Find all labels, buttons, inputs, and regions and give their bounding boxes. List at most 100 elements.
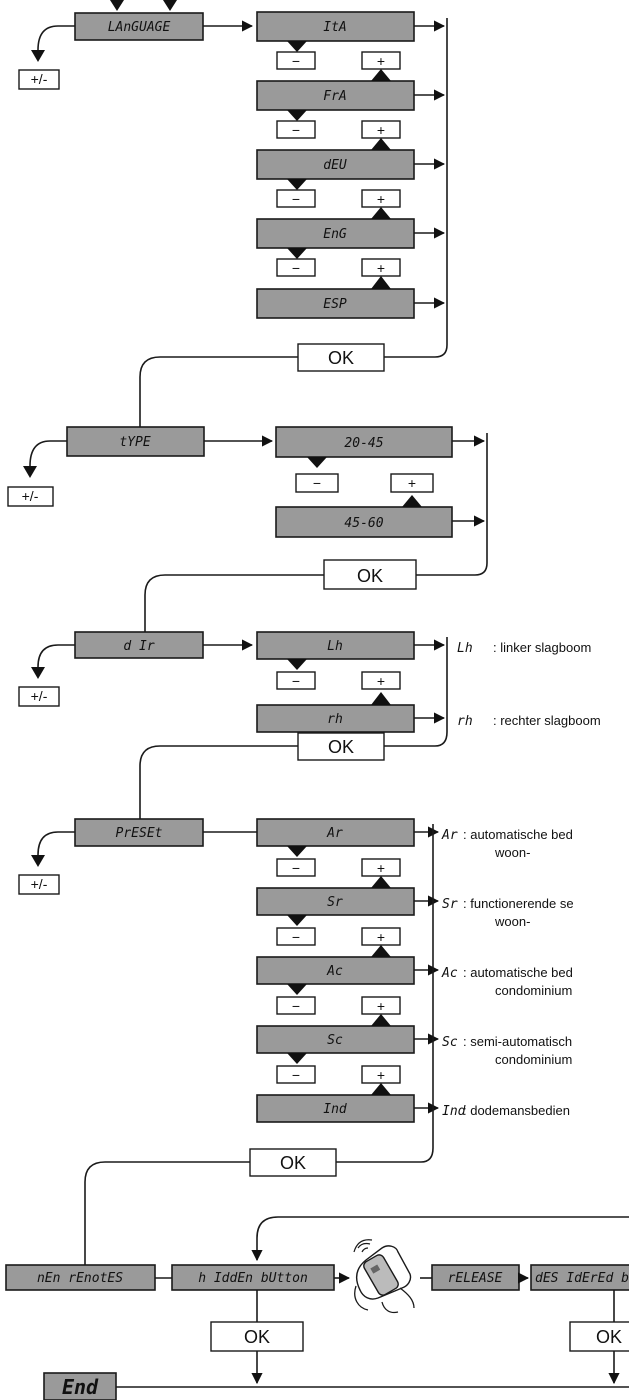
svg-text:−: − (292, 1067, 300, 1083)
minus-button[interactable] (276, 258, 316, 277)
svg-text:Ac: Ac (326, 964, 343, 979)
svg-text:−: − (292, 122, 300, 138)
plus-minus-label: +/- (31, 71, 48, 87)
svg-text:−: − (292, 191, 300, 207)
svg-text:−: − (292, 860, 300, 876)
svg-text:Lh: Lh (327, 639, 343, 654)
svg-text:OK: OK (280, 1153, 306, 1173)
preset-menu-box (74, 818, 204, 847)
svg-text:+: + (377, 1067, 385, 1083)
plus-minus-button[interactable] (7, 486, 54, 507)
svg-text:Sr: Sr (442, 897, 458, 912)
svg-text:OK: OK (596, 1327, 622, 1347)
minus-button[interactable] (276, 927, 316, 946)
minus-button[interactable] (276, 996, 316, 1015)
svg-text:−: − (292, 929, 300, 945)
option-box-sc (256, 1025, 415, 1054)
minus-button[interactable] (276, 858, 316, 877)
plus-minus-button[interactable] (18, 686, 60, 707)
svg-text:OK: OK (328, 737, 354, 757)
dir-section: d Ir +/- Lh rh − + Lh : linker slagboom … (18, 631, 601, 819)
svg-text:OK: OK (328, 348, 354, 368)
option-box-ind (256, 1094, 415, 1123)
option-label: ESP (323, 297, 347, 312)
preset-section: PrESEt +/- Ar Sr Ac Sc Ind − + − + (18, 818, 574, 1265)
svg-text:d Ir: d Ir (123, 639, 154, 654)
minus-plus-row: − + (276, 846, 401, 888)
minus-plus-row: − + (276, 179, 401, 219)
svg-text:Sr: Sr (327, 895, 343, 910)
plus-button[interactable] (390, 473, 434, 493)
svg-text:Ind: Ind (442, 1104, 466, 1119)
desc-code: Lh (457, 641, 473, 656)
ok-button[interactable] (210, 1321, 304, 1352)
minus-button[interactable] (276, 51, 316, 70)
svg-text:+: + (377, 191, 385, 207)
minus-button[interactable] (295, 473, 339, 493)
minus-plus-row: − + (276, 984, 401, 1026)
ok-button[interactable] (569, 1321, 629, 1352)
svg-text:+/-: +/- (31, 876, 48, 892)
minus-button[interactable] (276, 671, 316, 690)
type-menu-label: tYPE (119, 435, 150, 450)
plus-minus-button[interactable] (18, 874, 60, 895)
svg-text:Ar: Ar (326, 826, 343, 841)
minus-button[interactable] (276, 1065, 316, 1084)
down-arrow-icon (110, 0, 124, 11)
svg-text:Sc: Sc (442, 1035, 458, 1050)
minus-plus-row: − + (276, 915, 401, 957)
svg-text:Sc: Sc (327, 1033, 343, 1048)
svg-text:dES IdErEd bU: dES IdErEd bU (535, 1271, 629, 1286)
svg-text:+: + (408, 475, 416, 491)
svg-text:nEn rEnotES: nEn rEnotES (37, 1271, 123, 1286)
svg-text:20-45: 20-45 (344, 436, 383, 451)
svg-text:OK: OK (357, 566, 383, 586)
option-box-45-60 (275, 506, 453, 538)
svg-text:−: − (292, 673, 300, 689)
svg-text:−: − (313, 475, 321, 491)
language-section: LAnGUAGE +/- ItA FrA dEU EnG ESP − + (18, 0, 448, 427)
down-arrow-icon (163, 0, 177, 11)
language-menu-label: LAnGUAGE (108, 20, 171, 35)
ok-button[interactable] (297, 343, 385, 372)
plus-minus-button[interactable] (18, 69, 60, 90)
svg-text:−: − (292, 998, 300, 1014)
down-arrow-icon (31, 50, 45, 62)
svg-text:+: + (377, 929, 385, 945)
ok-button[interactable] (323, 559, 417, 590)
desc-text: : linker slagboom (493, 640, 591, 655)
svg-text:: dodemansbedien: : dodemansbedien (463, 1103, 570, 1118)
option-label: FrA (323, 89, 346, 104)
option-box-deu (256, 149, 415, 180)
option-box-fra (256, 80, 415, 111)
minus-plus-row: − + (276, 1053, 401, 1095)
back-connector (37, 25, 75, 51)
option-label: ItA (323, 20, 346, 35)
svg-text:rELEASE: rELEASE (448, 1271, 503, 1286)
end-label: End (62, 1375, 99, 1399)
minus-plus-row: − + (276, 248, 401, 289)
svg-text:woon-: woon- (494, 914, 530, 929)
option-label: dEU (323, 158, 347, 173)
svg-text:: automatische bed: : automatische bed (463, 827, 573, 842)
minus-button[interactable] (276, 120, 316, 139)
svg-text:45-60: 45-60 (344, 516, 383, 531)
option-box-sr (256, 887, 415, 916)
minus-plus-row: − + (276, 41, 401, 81)
svg-text:−: − (292, 260, 300, 276)
option-box-esp (256, 288, 415, 319)
svg-text:+: + (377, 860, 385, 876)
end-box (43, 1372, 117, 1400)
plus-button[interactable] (361, 671, 401, 690)
svg-text:: automatische bed: : automatische bed (463, 965, 573, 980)
svg-text:+: + (377, 53, 385, 69)
svg-text:+: + (377, 673, 385, 689)
option-box-ita (256, 11, 415, 42)
svg-text:+: + (377, 122, 385, 138)
svg-text:: semi-automatisch: : semi-automatisch (463, 1034, 572, 1049)
svg-text:PrESEt: PrESEt (116, 826, 163, 841)
minus-button[interactable] (276, 189, 316, 208)
ok-button[interactable] (297, 732, 385, 761)
remotes-section: nEn rEnotES h IddEn bUtton rELEASE dES I… (5, 1216, 629, 1400)
desc-text: : rechter slagboom (493, 713, 601, 728)
